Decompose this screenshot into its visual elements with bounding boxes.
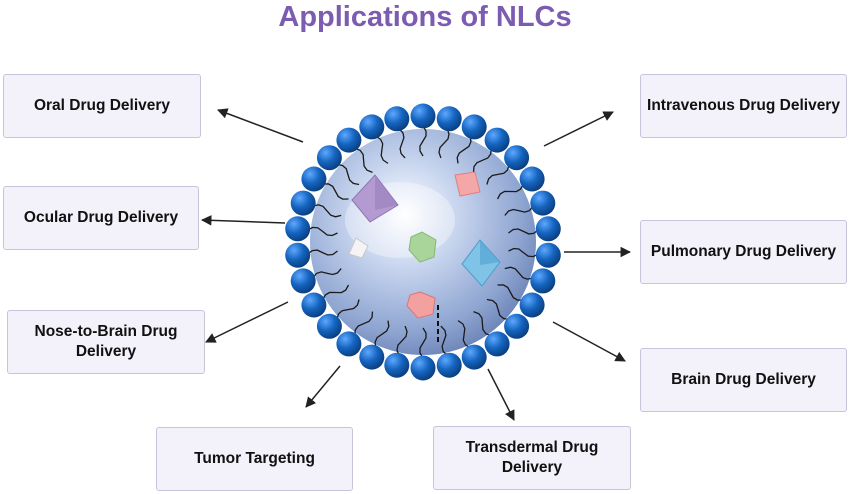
phospholipid-head [384,106,410,132]
nlc-particle [285,103,561,381]
application-nose-to-brain-drug-delivery: Nose-to-Brain Drug Delivery [7,310,205,374]
lipid-tail [508,228,539,235]
lipid-tail [321,284,350,301]
phospholipid-head [316,145,342,171]
lipid-tail [307,226,338,237]
phospholipid-head [290,190,316,216]
arrow-nose-to-brain [205,301,289,343]
drug-crystal-pink [406,291,436,319]
drug-crystal-purple-face [375,175,398,210]
lipid-tail [374,320,390,349]
lipid-tail [440,325,448,356]
phospholipid-head [530,268,556,294]
lipid-tail [307,249,338,256]
lipid-tail [336,163,360,186]
arrow-oral [217,108,304,143]
phospholipid-head [290,268,316,294]
lipid-tails [307,125,539,359]
arrow-ocular [200,215,286,226]
lipid-tail [486,164,510,185]
application-intravenous-drug-delivery: Intravenous Drug Delivery [640,74,847,138]
phospholipid-heads [285,103,561,381]
lipid-tail [336,299,360,320]
lipid-tail [496,183,525,200]
lipid-tail [457,320,471,349]
lipid-tail [486,298,510,321]
phospholipid-head [285,242,311,268]
phospholipid-head [535,216,561,242]
application-transdermal-drug-delivery: Transdermal Drug Delivery [433,426,631,490]
phospholipid-head [359,114,385,140]
arrow-intravenous [543,111,614,147]
lipid-tail [312,204,342,218]
arrow-brain [552,321,626,362]
lipid-tail [456,135,472,164]
lipid-tail [398,128,406,159]
phospholipid-head [461,344,487,370]
phospholipid-head [410,355,436,381]
drug-cube-red [454,171,481,197]
application-arrows [200,108,632,421]
application-pulmonary-drug-delivery: Pulmonary Drug Delivery [640,220,847,284]
lipid-tail [419,125,427,157]
lipid-tail [375,135,389,164]
phospholipid-head [436,352,462,378]
application-tumor-targeting: Tumor Targeting [156,427,353,491]
phospholipid-head [316,313,342,339]
phospholipid-head [436,106,462,132]
drug-crystal-green [408,231,437,263]
phospholipid-head [285,216,311,242]
arrow-tumor [305,365,341,408]
lipid-tail [312,268,342,279]
phospholipid-head [504,313,530,339]
lipid-tail [438,128,450,159]
phospholipid-head [301,166,327,192]
phospholipid-head [535,242,561,268]
lipid-tail [504,266,534,280]
lipid-tail [508,247,539,258]
lipid-tail [354,147,373,174]
phospholipid-head [484,127,510,153]
phospholipid-head [384,352,410,378]
phospholipid-head [336,331,362,357]
phospholipid-head [410,103,436,129]
phospholipid-head [461,114,487,140]
diagram-title: Applications of NLCs [278,1,572,33]
phospholipid-head [530,190,556,216]
lipid-tail [322,183,349,200]
phospholipid-head [336,127,362,153]
phospholipid-head [484,331,510,357]
lipid-tail [497,284,524,301]
phospholipid-head [359,344,385,370]
lipid-tail [419,327,427,359]
phospholipid-head [519,166,545,192]
phospholipid-head [504,145,530,171]
phospholipid-head [519,292,545,318]
application-oral-drug-delivery: Oral Drug Delivery [3,74,201,138]
lipid-tail [473,310,492,337]
application-ocular-drug-delivery: Ocular Drug Delivery [3,186,199,250]
lipid-tail [354,311,374,336]
arrow-transdermal [487,368,515,421]
phospholipid-head [301,292,327,318]
application-brain-drug-delivery: Brain Drug Delivery [640,348,847,412]
lipid-tail [472,148,492,173]
drug-crystal-cyan-face [480,240,500,265]
lipid-tail [396,325,408,356]
lipid-tail [504,205,534,216]
drug-crystal-white [348,237,369,259]
